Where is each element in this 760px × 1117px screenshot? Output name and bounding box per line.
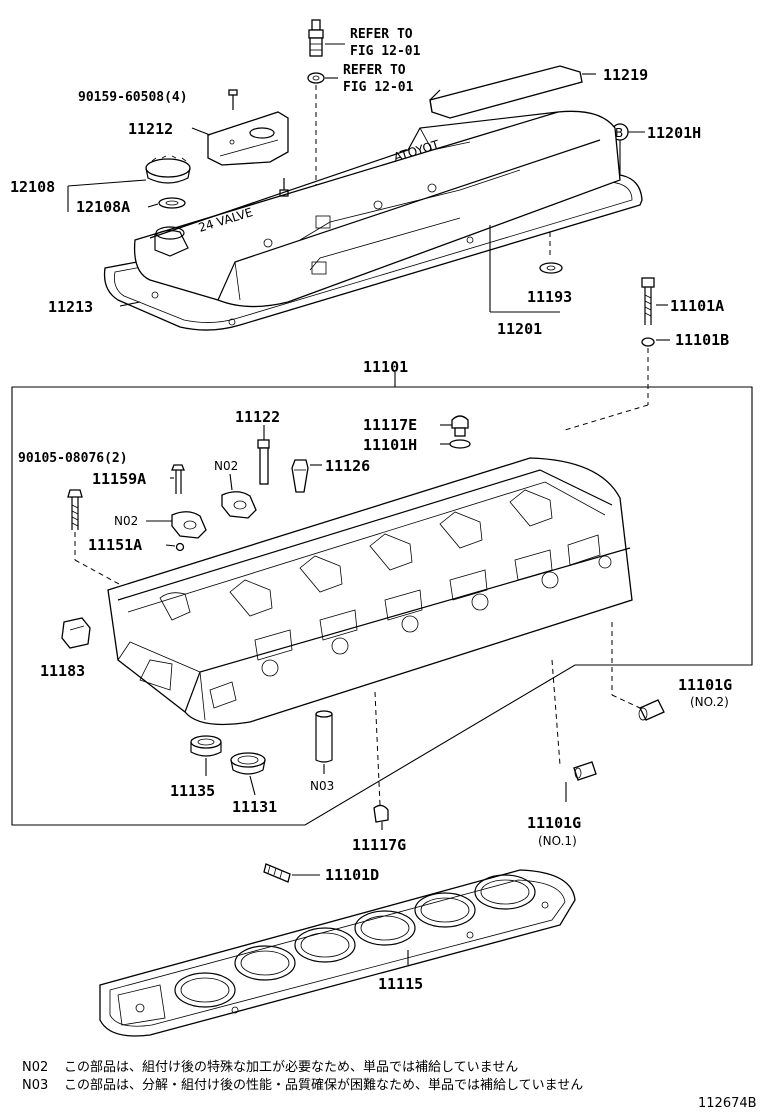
label-11131: 11131	[232, 798, 277, 816]
label-11101G-no1: 11101G	[527, 814, 581, 832]
cap-plug-icon	[61, 617, 91, 649]
label-90159-60508: 90159-60508(4)	[78, 90, 188, 105]
note-n02-code: N02	[22, 1060, 48, 1075]
sleeve-icon	[315, 710, 333, 763]
bolt-icon	[641, 277, 655, 325]
refer-fig-1: FIG 12-01	[350, 44, 421, 59]
cylinder-head-icon	[107, 457, 633, 726]
refer-fig-2: FIG 12-01	[343, 80, 414, 95]
label-11117E: 11117E	[363, 416, 417, 434]
label-11219: 11219	[603, 66, 648, 84]
stud-icon	[263, 863, 291, 883]
oil-filler-cap-icon	[145, 155, 191, 184]
b-circle-text: B	[615, 126, 623, 140]
label-11201H: 11201H	[647, 124, 701, 142]
note-n03-code: N03	[22, 1078, 48, 1093]
label-11101B: 11101B	[675, 331, 729, 349]
valve-guide-icon-2	[291, 459, 309, 493]
plug-icon	[451, 415, 469, 437]
seal-ring-icon	[190, 735, 222, 757]
label-12108: 12108	[10, 178, 55, 196]
plate-11219	[429, 65, 583, 119]
label-11201: 11201	[497, 320, 542, 338]
gasket-ring-icon	[449, 439, 471, 449]
head-gasket-icon	[99, 869, 576, 1037]
tag-n03: N03	[310, 779, 334, 793]
bolt-icon-3	[67, 489, 83, 530]
label-11135: 11135	[170, 782, 215, 800]
stud-bolt-icon	[638, 699, 665, 721]
valve-guide-icon	[257, 439, 270, 485]
washer-icon	[641, 337, 655, 347]
label-11115: 11115	[378, 975, 423, 993]
label-11101A: 11101A	[670, 297, 724, 315]
label-11212: 11212	[128, 120, 173, 138]
bearing-cap-icon-2	[171, 511, 207, 539]
label-11183: 11183	[40, 662, 85, 680]
label-12108A: 12108A	[76, 198, 130, 216]
refer-text-1: REFER TO	[350, 27, 413, 42]
label-11101D: 11101D	[325, 866, 379, 884]
bearing-cap-icon	[221, 491, 257, 519]
label-11151A: 11151A	[88, 536, 142, 554]
label-11101G-no2-sub: (NO.2)	[690, 695, 729, 709]
screw-icon	[228, 89, 238, 110]
grommet-icon	[539, 262, 563, 274]
stud-bolt-icon-2	[573, 761, 597, 781]
seal-ring-icon-2	[230, 752, 266, 775]
label-11126: 11126	[325, 457, 370, 475]
label-11101G-no2: 11101G	[678, 676, 732, 694]
label-90105-08076: 90105-08076(2)	[18, 451, 128, 466]
bolt-icon-2	[171, 464, 185, 494]
label-11101: 11101	[363, 358, 408, 376]
label-11193: 11193	[527, 288, 572, 306]
tag-n02-a: N02	[214, 459, 238, 473]
pin-icon	[175, 542, 185, 552]
figure-id: 112674B	[698, 1096, 757, 1111]
spark-plug-icon	[308, 19, 324, 57]
plug-icon-2	[373, 804, 389, 823]
label-11213: 11213	[48, 298, 93, 316]
assembly-frame	[11, 386, 753, 826]
cover-plate-11212	[207, 111, 289, 166]
plug-tube-gasket-icon	[307, 72, 325, 84]
cap-gasket-icon	[158, 197, 186, 209]
label-11159A: 11159A	[92, 470, 146, 488]
note-n03-text: この部品は、分解・組付け後の性能・品質確保が困難なため、単品では補給していません	[64, 1077, 583, 1093]
label-11101G-no1-sub: (NO.1)	[538, 834, 577, 848]
tag-n02-b: N02	[114, 514, 138, 528]
label-11117G: 11117G	[352, 836, 406, 854]
label-11101H: 11101H	[363, 436, 417, 454]
label-11122: 11122	[235, 408, 280, 426]
refer-text-2: REFER TO	[343, 63, 406, 78]
note-n02-text: この部品は、組付け後の特殊な加工が必要なため、単品では補給していません	[64, 1059, 518, 1075]
